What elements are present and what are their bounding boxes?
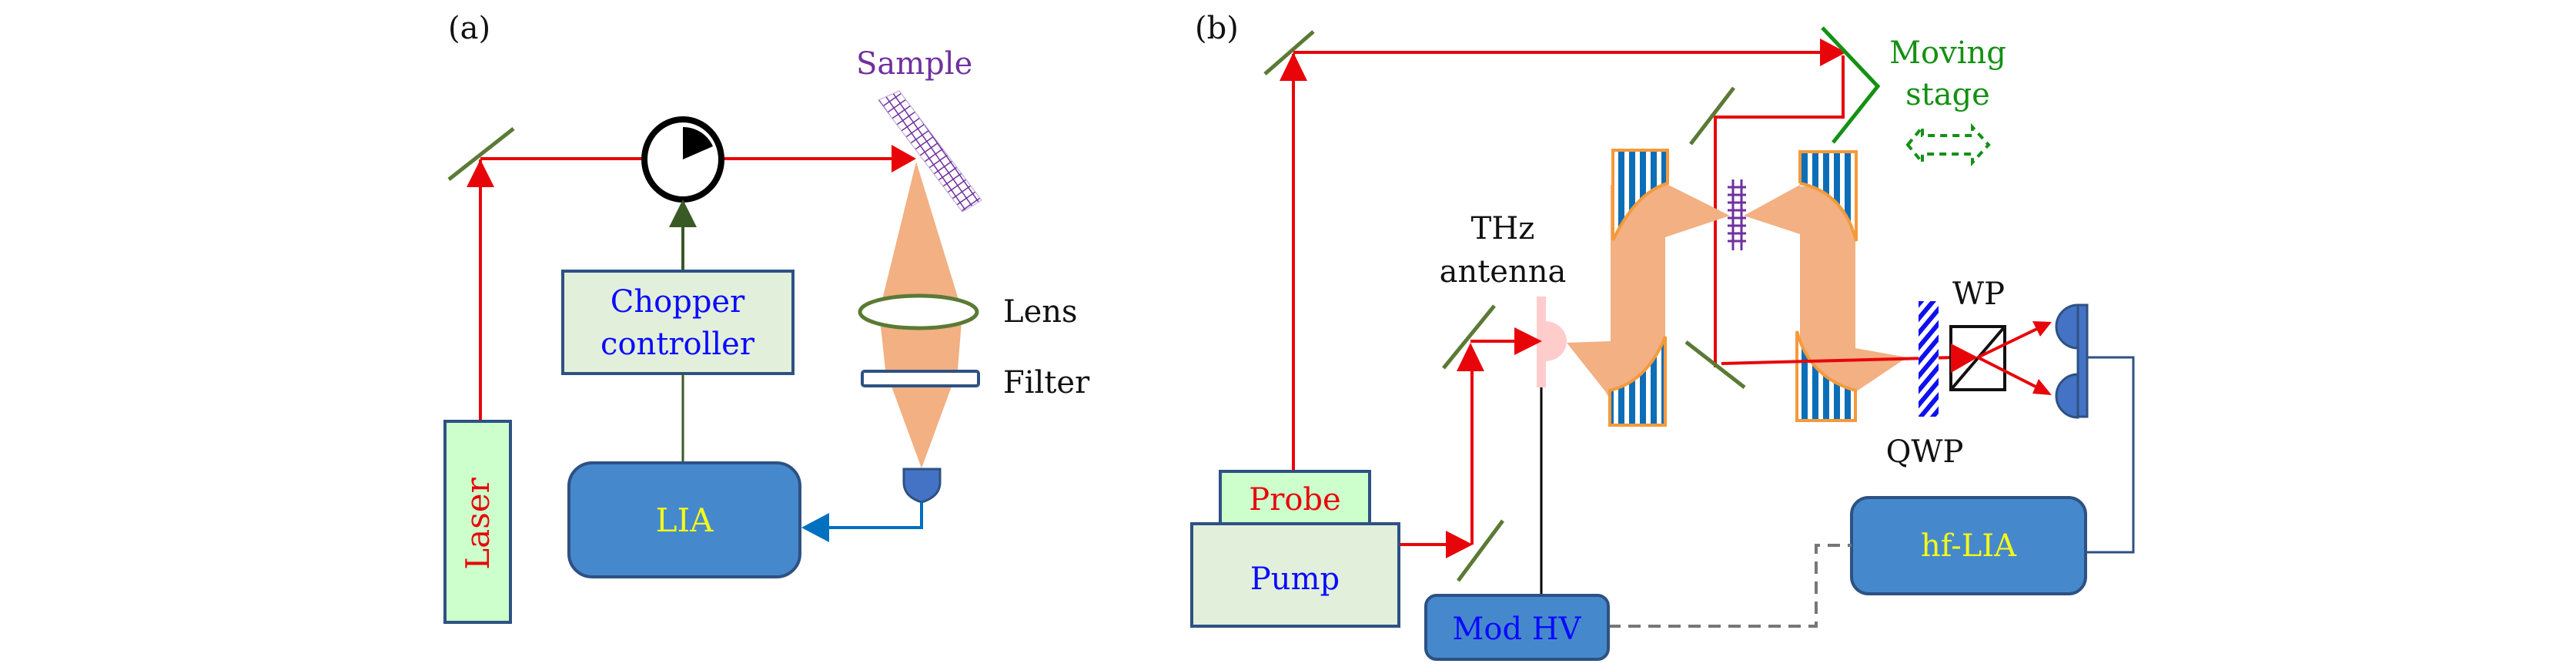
lens-label: Lens	[1003, 294, 1078, 330]
split-beam-lower	[1977, 356, 2042, 391]
balanced-detector	[2055, 303, 2089, 419]
mod-hv-label: Mod HV	[1452, 612, 1581, 647]
chopper-controller-box	[561, 270, 795, 375]
beam-arrow-up	[467, 159, 494, 187]
chopper-icon	[641, 116, 724, 203]
panel-a-label: (a)	[448, 11, 490, 46]
parabolic-mirror-left-bottom	[1608, 336, 1667, 427]
chopper-controller-label-1: Chopper	[611, 284, 745, 320]
reference-dashed-line	[1608, 544, 1852, 628]
lia-label: LIA	[656, 501, 714, 539]
sample-a	[878, 90, 982, 213]
mirror-b1	[1263, 30, 1315, 75]
hf-lia-label: hf-LIA	[1921, 528, 2017, 564]
double-arrow-icon	[1905, 122, 1991, 167]
chopper-controller-label-2: controller	[601, 327, 755, 362]
parabolic-mirror-right-top	[1798, 150, 1858, 242]
split-beam-upper	[1977, 325, 2042, 359]
thz-antenna	[1537, 297, 1567, 387]
thz-antenna-label-1: THz	[1471, 211, 1535, 246]
split-arrow-upper	[2032, 321, 2052, 337]
parabolic-mirror-right-bottom	[1795, 330, 1857, 422]
moving-stage-label-2: stage	[1905, 77, 1990, 112]
thz-antenna-label-2: antenna	[1440, 254, 1567, 290]
beam-arrow-right	[892, 145, 916, 173]
chopper-control-arrow	[669, 199, 697, 227]
probe-arrow-right	[1820, 39, 1846, 66]
probe-arrow-up	[1280, 52, 1307, 81]
pump-label: Pump	[1250, 561, 1340, 597]
detector-a	[902, 468, 942, 504]
pump-arrow-right	[1446, 531, 1473, 558]
filter	[861, 370, 980, 387]
lia-box	[567, 461, 801, 578]
probe-box	[1219, 470, 1371, 525]
split-arrow-lower	[2032, 379, 2052, 395]
parabolic-mirror-left-top	[1611, 149, 1669, 241]
probe-label: Probe	[1249, 482, 1340, 518]
detector-to-hflia-line	[2086, 356, 2135, 554]
pump-arrow-antenna	[1514, 327, 1542, 355]
pump-arrow-up	[1457, 343, 1484, 371]
mirror-a1	[447, 127, 515, 181]
detector-signal-line	[824, 502, 923, 529]
mirror-b2	[1689, 86, 1735, 146]
moving-stage-label-1: Moving	[1889, 35, 2006, 71]
qwp	[1919, 301, 1939, 417]
thz-beam	[1567, 182, 1907, 401]
panel-b: (b) Moving stage	[1190, 11, 2135, 661]
mirror-b3	[1442, 304, 1496, 370]
laser-label: Laser	[459, 477, 497, 569]
panel-b-label: (b)	[1195, 11, 1239, 46]
qwp-label: QWP	[1886, 434, 1964, 470]
sample-b	[1728, 179, 1746, 250]
lens	[858, 293, 979, 330]
mirror-b5	[1456, 519, 1505, 582]
probe-beam-to-qwp	[1721, 356, 1956, 365]
mod-hv-box	[1424, 594, 1610, 661]
detector-signal-arrow	[801, 513, 829, 542]
panel-a: (a) Chopper controller Sample Lens	[443, 11, 1090, 624]
probe-beam-return	[1714, 55, 1845, 367]
wp-label: WP	[1952, 277, 2005, 312]
moving-stage-reflector	[1821, 26, 1881, 144]
pump-box	[1190, 522, 1400, 628]
probe-arrow-wp	[1951, 344, 1978, 373]
mirror-b4	[1684, 340, 1746, 389]
filter-label: Filter	[1003, 365, 1090, 401]
laser-box	[443, 420, 512, 624]
sample-label: Sample	[856, 46, 972, 82]
